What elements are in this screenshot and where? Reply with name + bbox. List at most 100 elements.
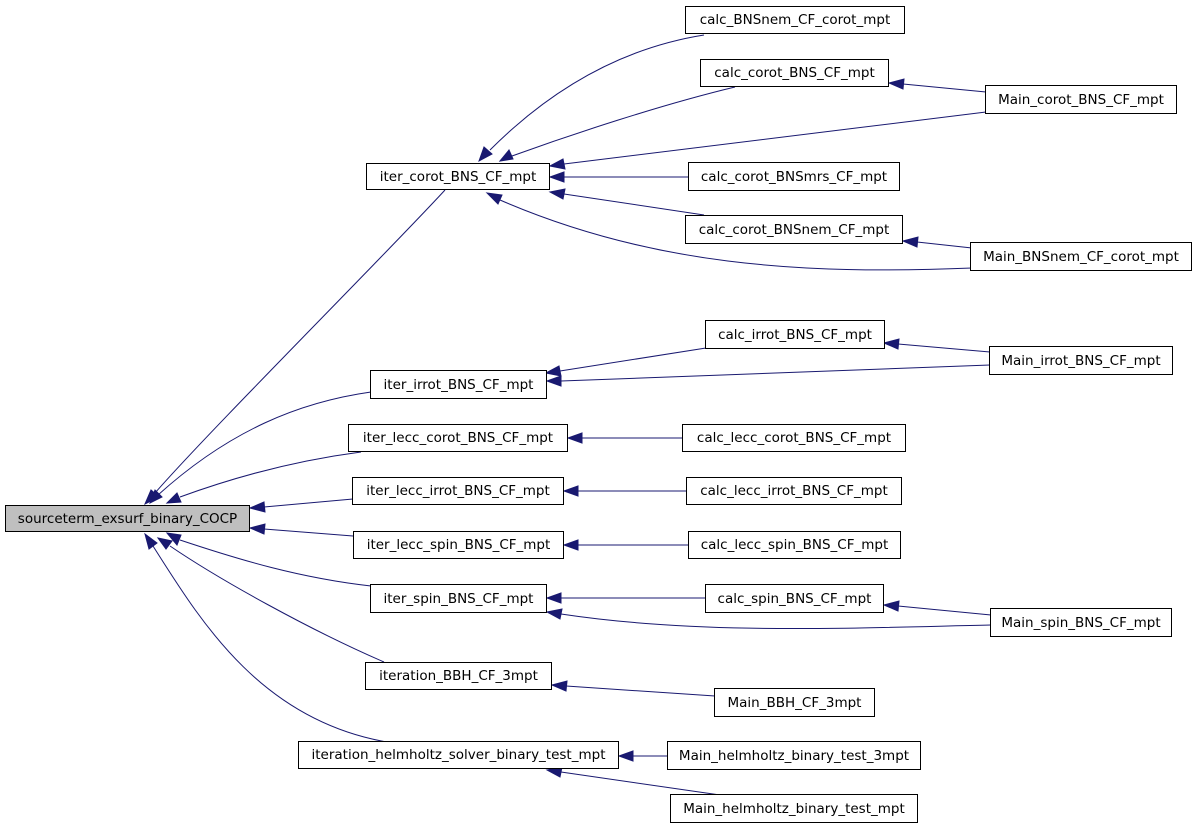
arrowhead: [887, 78, 905, 90]
edge-calc-corot-bnsnem-to-iter-corot: [563, 193, 705, 216]
node-main-corot-bns-cf-mpt[interactable]: Main_corot_BNS_CF_mpt: [985, 85, 1177, 114]
arrowhead: [165, 532, 182, 546]
arrowhead: [248, 501, 266, 513]
edge-iter-irrot-to-root: [157, 391, 372, 496]
arrowhead: [562, 539, 579, 551]
node-main-bbh-cf-3mpt[interactable]: Main_BBH_CF_3mpt: [714, 688, 875, 717]
node-main-bnsnem-cf-corot-mpt[interactable]: Main_BNSnem_CF_corot_mpt: [970, 242, 1192, 271]
edge-main-bnsnem-to-iter-corot: [499, 199, 973, 271]
arrowhead: [617, 750, 634, 762]
node-iteration-bbh-cf-3mpt[interactable]: iteration_BBH_CF_3mpt: [365, 662, 552, 690]
arrowhead: [562, 485, 579, 497]
node-iter-lecc-spin-bns-cf-mpt[interactable]: iter_lecc_spin_BNS_CF_mpt: [353, 531, 564, 559]
arrowhead: [548, 158, 566, 170]
node-calc-lecc-irrot-bns-cf-mpt[interactable]: calc_lecc_irrot_BNS_CF_mpt: [686, 477, 902, 505]
arrowhead: [882, 338, 900, 350]
edge-iter-lecc-corot-to-root: [179, 451, 362, 498]
arrowhead: [156, 537, 173, 550]
node-calc-bnsnem-cf-corot-mpt[interactable]: calc_BNSnem_CF_corot_mpt: [685, 6, 905, 34]
edge-main-corot-to-iter-corot: [563, 111, 987, 165]
node-iter-lecc-corot-bns-cf-mpt[interactable]: iter_lecc_corot_BNS_CF_mpt: [348, 424, 568, 452]
node-sourceterm-exsurf-binary-cocp: sourceterm_exsurf_binary_COCP: [5, 505, 250, 532]
arrowhead: [545, 608, 563, 620]
node-label: Main_spin_BNS_CF_mpt: [1001, 614, 1161, 631]
node-label: Main_BNSnem_CF_corot_mpt: [983, 248, 1179, 265]
arrowhead: [882, 600, 900, 612]
edge-main-bbh-to-iteration-bbh: [565, 685, 716, 697]
node-label: calc_irrot_BNS_CF_mpt: [718, 326, 872, 343]
node-calc-corot-bnsnem-cf-mpt[interactable]: calc_corot_BNSnem_CF_mpt: [685, 215, 903, 244]
arrowhead: [149, 489, 163, 505]
arrowhead: [550, 680, 568, 692]
node-main-helmholtz-binary-test-mpt[interactable]: Main_helmholtz_binary_test_mpt: [670, 794, 918, 823]
edge-iter-lecc-spin-to-root: [263, 528, 354, 537]
node-label: Main_helmholtz_binary_test_3mpt: [678, 747, 910, 764]
node-main-spin-bns-cf-mpt[interactable]: Main_spin_BNS_CF_mpt: [990, 608, 1172, 637]
arrowhead: [548, 171, 565, 183]
node-label: calc_lecc_irrot_BNS_CF_mpt: [700, 483, 888, 499]
edge-main-corot-to-calc-corot: [902, 83, 987, 93]
node-label: calc_corot_BNS_CF_mpt: [714, 65, 875, 81]
node-label: calc_corot_BNSmrs_CF_mpt: [700, 168, 888, 185]
arrowhead: [144, 532, 158, 550]
node-label: sourceterm_exsurf_binary_COCP: [17, 510, 238, 527]
arrowhead: [248, 523, 266, 535]
node-iter-irrot-bns-cf-mpt[interactable]: iter_irrot_BNS_CF_mpt: [370, 370, 547, 399]
node-label: iter_spin_BNS_CF_mpt: [383, 590, 534, 607]
node-iteration-helmholtz-solver-binary-test-mpt[interactable]: iteration_helmholtz_solver_binary_test_m…: [298, 741, 619, 769]
node-label: calc_lecc_corot_BNS_CF_mpt: [696, 430, 892, 446]
node-calc-corot-bnsmrs-cf-mpt[interactable]: calc_corot_BNSmrs_CF_mpt: [688, 162, 900, 191]
node-label: iteration_helmholtz_solver_binary_test_m…: [311, 747, 606, 763]
node-main-irrot-bns-cf-mpt[interactable]: Main_irrot_BNS_CF_mpt: [989, 346, 1173, 375]
edge-main-spin-to-iter-spin: [560, 613, 992, 630]
node-label: Main_corot_BNS_CF_mpt: [998, 91, 1164, 108]
node-main-helmholtz-binary-test-3mpt[interactable]: Main_helmholtz_binary_test_3mpt: [667, 741, 921, 770]
edge-main-irrot-to-iter-irrot: [560, 364, 991, 382]
edge-calc-corot-to-iter-corot: [511, 86, 736, 157]
arrowhead: [165, 492, 182, 504]
node-label: iter_lecc_irrot_BNS_CF_mpt: [366, 483, 550, 499]
node-iter-lecc-irrot-bns-cf-mpt[interactable]: iter_lecc_irrot_BNS_CF_mpt: [352, 477, 564, 505]
edge-iter-spin-to-root: [179, 539, 372, 587]
node-label: iter_lecc_spin_BNS_CF_mpt: [366, 537, 551, 553]
arrowhead: [498, 149, 514, 162]
node-label: iter_irrot_BNS_CF_mpt: [383, 376, 534, 393]
node-iter-spin-bns-cf-mpt[interactable]: iter_spin_BNS_CF_mpt: [370, 584, 547, 613]
arrowhead: [901, 236, 919, 248]
edge-iteration-bbh-to-root: [169, 545, 385, 663]
node-label: iter_lecc_corot_BNS_CF_mpt: [362, 430, 554, 446]
node-calc-spin-bns-cf-mpt[interactable]: calc_spin_BNS_CF_mpt: [705, 584, 884, 613]
edge-calc-irrot-to-iter-irrot: [559, 347, 707, 372]
node-label: calc_spin_BNS_CF_mpt: [717, 590, 872, 607]
node-label: Main_helmholtz_binary_test_mpt: [683, 800, 905, 817]
edge-iter-lecc-irrot-to-root: [263, 498, 354, 508]
node-label: iter_corot_BNS_CF_mpt: [379, 168, 537, 185]
edge-main-spin-to-calc-spin: [897, 605, 992, 616]
node-label: Main_BBH_CF_3mpt: [727, 694, 862, 711]
arrowhead: [545, 592, 562, 604]
node-label: Main_irrot_BNS_CF_mpt: [1001, 352, 1161, 369]
node-label: calc_lecc_spin_BNS_CF_mpt: [700, 537, 889, 553]
arrowhead: [485, 192, 503, 205]
arrowhead: [544, 365, 562, 377]
node-calc-irrot-bns-cf-mpt[interactable]: calc_irrot_BNS_CF_mpt: [705, 320, 885, 349]
arrowhead: [478, 146, 493, 163]
node-label: iteration_BBH_CF_3mpt: [379, 668, 538, 684]
edge-calc-bnsnem-corot-to-iter-corot: [489, 34, 705, 151]
node-calc-corot-bns-cf-mpt[interactable]: calc_corot_BNS_CF_mpt: [700, 59, 889, 87]
node-label: calc_BNSnem_CF_corot_mpt: [699, 12, 891, 28]
arrowhead: [548, 188, 566, 200]
arrowhead: [545, 375, 562, 387]
node-iter-corot-bns-cf-mpt[interactable]: iter_corot_BNS_CF_mpt: [366, 163, 550, 190]
edge-iter-corot-to-root: [154, 189, 446, 494]
edge-main-irrot-to-calc-irrot: [897, 343, 991, 353]
arrowhead: [566, 432, 583, 444]
edge-main-bnsnem-to-calc-corot-bnsnem: [916, 241, 973, 249]
node-label: calc_corot_BNSnem_CF_mpt: [698, 221, 890, 238]
node-calc-lecc-spin-bns-cf-mpt[interactable]: calc_lecc_spin_BNS_CF_mpt: [688, 531, 901, 559]
edge-main-helmholtz-mpt-to-iteration-helmholtz: [560, 771, 721, 796]
node-calc-lecc-corot-bns-cf-mpt[interactable]: calc_lecc_corot_BNS_CF_mpt: [682, 424, 906, 452]
edge-iteration-helmholtz-to-root: [152, 545, 388, 743]
